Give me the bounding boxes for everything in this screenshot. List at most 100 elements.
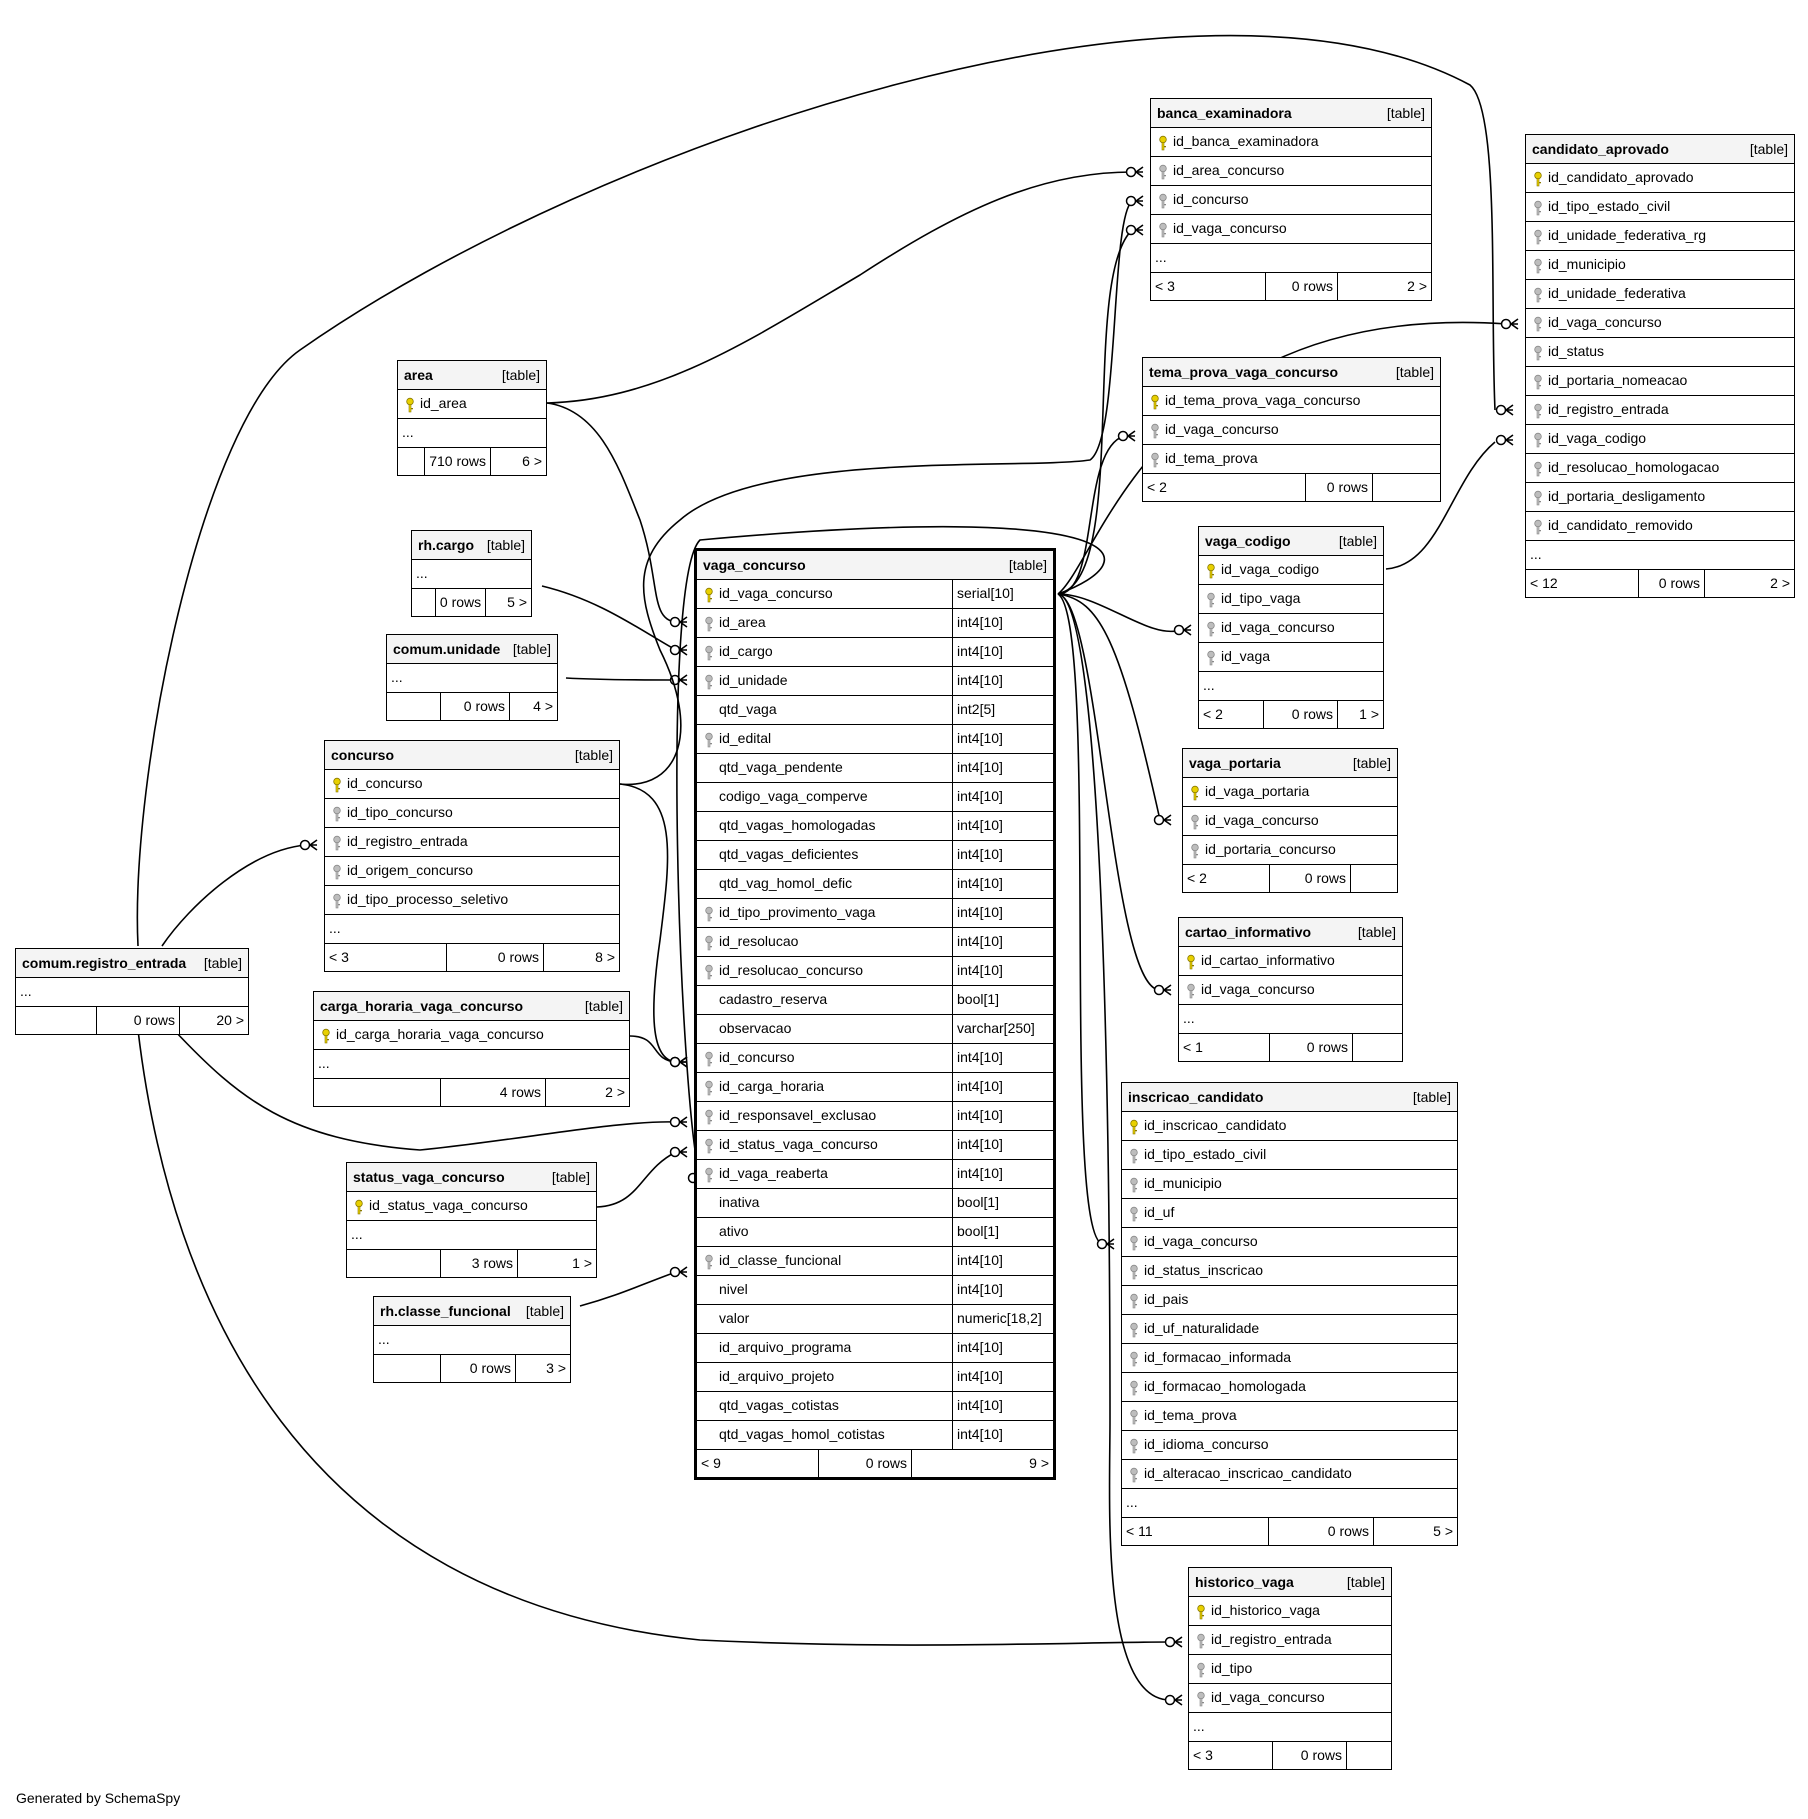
- table-candidato-aprovado[interactable]: candidato_aprovado[table] id_candidato_a…: [1525, 134, 1795, 598]
- column-row[interactable]: id_area_concurso: [1151, 157, 1431, 186]
- column-row[interactable]: id_portaria_desligamento: [1526, 483, 1794, 512]
- parents-link[interactable]: < 11: [1126, 1523, 1153, 1539]
- column-row[interactable]: id_vaga_portaria: [1183, 778, 1397, 807]
- table-vaga-portaria[interactable]: vaga_portaria[table] id_vaga_portaria id…: [1182, 748, 1398, 893]
- table-name[interactable]: rh.cargo: [418, 537, 475, 553]
- table-header[interactable]: rh.cargo[table]: [412, 531, 531, 560]
- table-name[interactable]: inscricao_candidato: [1128, 1089, 1264, 1105]
- more-columns-row[interactable]: ...: [1189, 1713, 1391, 1742]
- parents-link[interactable]: [374, 1355, 440, 1382]
- column-row[interactable]: id_portaria_nomeacao: [1526, 367, 1794, 396]
- parents-link[interactable]: < 3: [1193, 1747, 1213, 1763]
- more-columns-row[interactable]: ...: [1526, 541, 1794, 570]
- more-columns-row[interactable]: ...: [325, 915, 619, 944]
- children-link[interactable]: 6 >: [490, 448, 546, 475]
- column-row[interactable]: id_alteracao_inscricao_candidato: [1122, 1460, 1457, 1489]
- column-row[interactable]: id_origem_concurso: [325, 857, 619, 886]
- column-row[interactable]: id_uf: [1122, 1199, 1457, 1228]
- table-header[interactable]: rh.classe_funcional[table]: [374, 1297, 570, 1326]
- table-name[interactable]: tema_prova_vaga_concurso: [1149, 364, 1339, 380]
- table-name[interactable]: rh.classe_funcional: [380, 1303, 511, 1319]
- table-name[interactable]: comum.registro_entrada: [22, 955, 187, 971]
- column-row[interactable]: id_status_vaga_concurso: [347, 1192, 596, 1221]
- column-row[interactable]: id_area: [398, 390, 546, 419]
- column-row[interactable]: id_formacao_informada: [1122, 1344, 1457, 1373]
- column-row[interactable]: id_carga_horaria_vaga_concurso: [314, 1021, 629, 1050]
- column-row[interactable]: id_registro_entrada: [325, 828, 619, 857]
- children-link[interactable]: [1352, 1034, 1402, 1061]
- table-header[interactable]: comum.unidade[table]: [387, 635, 557, 664]
- table-name[interactable]: concurso: [331, 747, 395, 763]
- column-row[interactable]: id_concurso: [325, 770, 619, 799]
- parents-link[interactable]: < 3: [1155, 278, 1175, 294]
- table-banca-examinadora[interactable]: banca_examinadora[table] id_banca_examin…: [1150, 98, 1432, 301]
- parents-link[interactable]: < 2: [1147, 479, 1167, 495]
- column-row[interactable]: id_municipio: [1122, 1170, 1457, 1199]
- children-link[interactable]: 2 >: [1337, 273, 1431, 300]
- parents-link[interactable]: [387, 693, 440, 720]
- table-header[interactable]: vaga_portaria[table]: [1183, 749, 1397, 778]
- table-name[interactable]: carga_horaria_vaga_concurso: [320, 998, 524, 1014]
- more-columns-row[interactable]: ...: [16, 978, 248, 1007]
- column-row[interactable]: id_vaga_codigo: [1199, 556, 1383, 585]
- children-link[interactable]: [1372, 474, 1440, 501]
- column-row[interactable]: id_tema_prova_vaga_concurso: [1143, 387, 1440, 416]
- table-header[interactable]: candidato_aprovado[table]: [1526, 135, 1794, 164]
- column-row[interactable]: id_formacao_homologada: [1122, 1373, 1457, 1402]
- column-row[interactable]: id_banca_examinadora: [1151, 128, 1431, 157]
- column-row[interactable]: id_tipo: [1189, 1655, 1391, 1684]
- table-name[interactable]: banca_examinadora: [1157, 105, 1292, 121]
- column-row[interactable]: id_vaga_concurso: [1151, 215, 1431, 244]
- column-row[interactable]: id_idioma_concurso: [1122, 1431, 1457, 1460]
- children-link[interactable]: 5 >: [1373, 1518, 1457, 1545]
- column-row[interactable]: id_vaga_concurso: [1143, 416, 1440, 445]
- parents-link[interactable]: < 3: [329, 949, 349, 965]
- parents-link[interactable]: [347, 1250, 440, 1277]
- table-header[interactable]: comum.registro_entrada[table]: [16, 949, 248, 978]
- more-columns-row[interactable]: ...: [1199, 672, 1383, 701]
- column-row[interactable]: id_concurso: [1151, 186, 1431, 215]
- column-row[interactable]: id_tipo_estado_civil: [1122, 1141, 1457, 1170]
- column-row[interactable]: id_tipo_processo_seletivo: [325, 886, 619, 915]
- table-status-vaga-concurso[interactable]: status_vaga_concurso[table] id_status_va…: [346, 1162, 597, 1278]
- column-row[interactable]: id_unidade_federativa: [1526, 280, 1794, 309]
- table-name[interactable]: area: [404, 367, 433, 383]
- more-columns-row[interactable]: ...: [1122, 1489, 1457, 1518]
- column-row[interactable]: id_inscricao_candidato: [1122, 1112, 1457, 1141]
- column-row[interactable]: id_tipo_estado_civil: [1526, 193, 1794, 222]
- column-row[interactable]: id_candidato_aprovado: [1526, 164, 1794, 193]
- table-name[interactable]: candidato_aprovado: [1532, 141, 1669, 157]
- table-carga-horaria-vaga-concurso[interactable]: carga_horaria_vaga_concurso[table] id_ca…: [313, 991, 630, 1107]
- parents-link[interactable]: < 2: [1203, 706, 1223, 722]
- column-row[interactable]: id_tema_prova: [1122, 1402, 1457, 1431]
- table-header[interactable]: carga_horaria_vaga_concurso[table]: [314, 992, 629, 1021]
- column-row[interactable]: id_vaga_concurso: [1122, 1228, 1457, 1257]
- children-link[interactable]: 20 >: [179, 1007, 248, 1034]
- children-link[interactable]: 1 >: [1337, 701, 1383, 728]
- table-inscricao-candidato[interactable]: inscricao_candidato[table] id_inscricao_…: [1121, 1082, 1458, 1546]
- table-header[interactable]: banca_examinadora[table]: [1151, 99, 1431, 128]
- parents-link[interactable]: < 1: [1183, 1039, 1203, 1055]
- more-columns-row[interactable]: ...: [1179, 1005, 1402, 1034]
